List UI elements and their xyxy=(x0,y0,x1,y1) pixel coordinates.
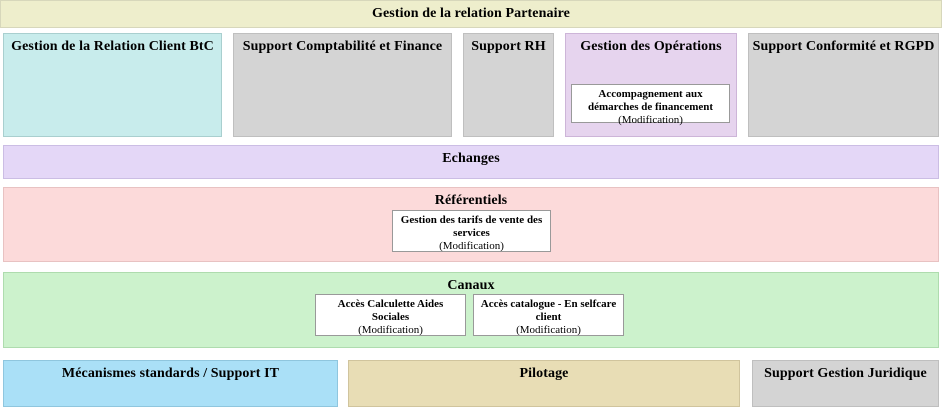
block-title: Support Comptabilité et Finance xyxy=(242,39,443,54)
block-gestion-relation-client-btc[interactable]: Gestion de la Relation Client BtC xyxy=(3,33,222,137)
card-status: (Modification) xyxy=(439,240,504,252)
banner-gestion-relation-partenaire[interactable]: Gestion de la relation Partenaire xyxy=(0,0,942,28)
card-title: Accès catalogue - En selfcare client xyxy=(480,298,617,323)
banner-title: Gestion de la relation Partenaire xyxy=(372,6,570,21)
card-status: (Modification) xyxy=(618,114,683,126)
card-acces-catalogue-selfcare-client[interactable]: Accès catalogue - En selfcare client (Mo… xyxy=(473,294,624,336)
block-title: Echanges xyxy=(442,151,500,166)
card-acces-calculette-aides-sociales[interactable]: Accès Calculette Aides Sociales (Modific… xyxy=(315,294,466,336)
block-support-rh[interactable]: Support RH xyxy=(463,33,554,137)
block-title: Gestion de la Relation Client BtC xyxy=(11,39,214,54)
block-title: Canaux xyxy=(447,278,495,293)
card-title: Gestion des tarifs de vente des services xyxy=(400,214,543,239)
block-title: Pilotage xyxy=(519,366,569,381)
card-gestion-tarifs-vente-services[interactable]: Gestion des tarifs de vente des services… xyxy=(392,210,551,252)
block-pilotage[interactable]: Pilotage xyxy=(348,360,740,407)
block-title: Support Gestion Juridique xyxy=(764,366,927,381)
block-title: Mécanismes standards / Support IT xyxy=(61,366,280,381)
block-title: Support Conformité et RGPD xyxy=(752,39,935,54)
block-title: Support RH xyxy=(471,39,546,54)
block-title: Référentiels xyxy=(434,193,508,208)
card-status: (Modification) xyxy=(358,324,423,336)
block-echanges[interactable]: Echanges xyxy=(3,145,939,179)
block-mecanismes-standards-support-it[interactable]: Mécanismes standards / Support IT xyxy=(3,360,338,407)
block-support-gestion-juridique[interactable]: Support Gestion Juridique xyxy=(752,360,939,407)
card-title: Accès Calculette Aides Sociales xyxy=(337,298,444,323)
block-canaux[interactable]: Canaux xyxy=(3,272,939,348)
card-title: Accompagnement aux démarches de financem… xyxy=(587,88,714,113)
card-accompagnement-demarches-financement[interactable]: Accompagnement aux démarches de financem… xyxy=(571,84,730,126)
block-title: Gestion des Opérations xyxy=(580,39,722,54)
card-status: (Modification) xyxy=(516,324,581,336)
block-support-comptabilite-finance[interactable]: Support Comptabilité et Finance xyxy=(233,33,452,137)
block-support-conformite-rgpd[interactable]: Support Conformité et RGPD xyxy=(748,33,939,137)
